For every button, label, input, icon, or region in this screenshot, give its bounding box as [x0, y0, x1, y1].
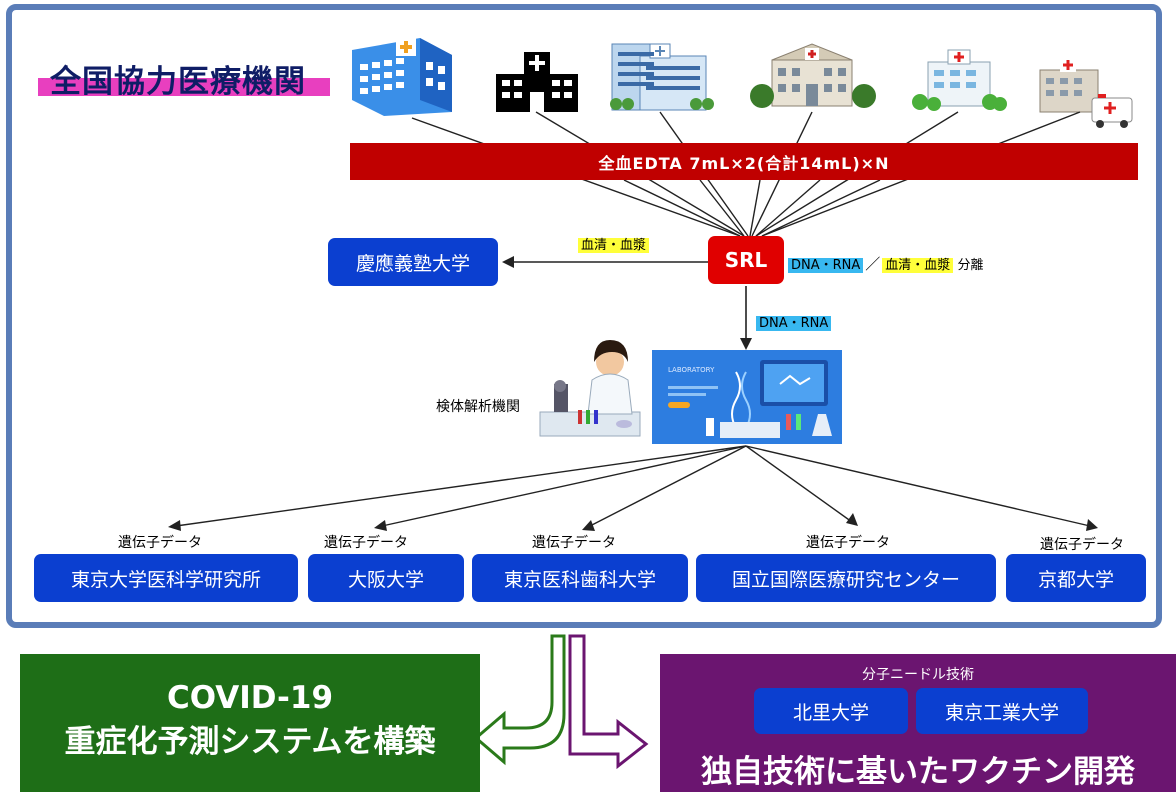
institution-box-4: 国立国際医療研究センター [696, 554, 996, 602]
hospital-icon-1 [352, 38, 452, 116]
analysis-org-label: 検体解析機関 [436, 399, 520, 415]
hospital-icon-3 [610, 43, 714, 111]
gene-data-label-3: 遺伝子データ [532, 535, 616, 551]
institution-box-5: 京都大学 [1006, 554, 1146, 602]
dna-rna-label: DNA・RNA [756, 312, 832, 331]
srl-separation-label: DNA・RNA／血清・血漿 分離 [788, 253, 983, 274]
page-title: 全国協力医療機関 [50, 64, 306, 100]
sample-collection-bar: 全血EDTA 7mL×2(合計14mL)×N [350, 143, 1138, 180]
srl-box: SRL [708, 236, 784, 284]
lab-to-institution-arrows [175, 445, 1091, 527]
covid-line-2: 重症化予測システムを構築 [64, 724, 436, 760]
lab-to-institution-arrowheads [168, 513, 1098, 531]
molecular-needle-caption: 分子ニードル技術 [862, 667, 974, 683]
kitasato-box: 北里大学 [754, 688, 908, 734]
gene-data-label-4: 遺伝子データ [806, 535, 890, 551]
institution-box-2: 大阪大学 [308, 554, 464, 602]
hospital-icon-4 [750, 43, 876, 108]
title-highlight [38, 78, 330, 96]
gene-data-label-2: 遺伝子データ [324, 535, 408, 551]
arrow-to-covid [473, 634, 566, 766]
main-frame [6, 4, 1162, 628]
hospital-icon-5 [912, 49, 1007, 111]
vaccine-title: 独自技術に基いたワクチン開発 [701, 754, 1135, 790]
serum-plasma-label: 血清・血漿 [578, 234, 650, 253]
institution-box-3: 東京医科歯科大学 [472, 554, 688, 602]
srl-to-keio-arrow [502, 256, 708, 268]
vaccine-development-box: 分子ニードル技術 北里大学 東京工業大学 独自技術に基いたワクチン開発 [660, 654, 1176, 792]
tokyo-tech-box: 東京工業大学 [916, 688, 1088, 734]
gene-data-label-1: 遺伝子データ [118, 535, 202, 551]
scientist-illustration [539, 340, 641, 437]
keio-university-box: 慶應義塾大学 [328, 238, 498, 286]
srl-to-lab-arrow [740, 286, 752, 350]
arrow-to-vaccine [568, 634, 649, 770]
gene-data-label-5: 遺伝子データ [1040, 537, 1124, 553]
institution-box-1: 東京大学医科学研究所 [34, 554, 298, 602]
covid-prediction-box: COVID-19 重症化予測システムを構築 [20, 654, 480, 792]
laboratory-illustration [652, 350, 842, 444]
covid-line-1: COVID-19 [166, 680, 334, 716]
hospital-icon-2 [496, 52, 578, 112]
hospital-icon-6 [1039, 58, 1133, 128]
laboratory-caption: LABORATORY [668, 366, 715, 374]
